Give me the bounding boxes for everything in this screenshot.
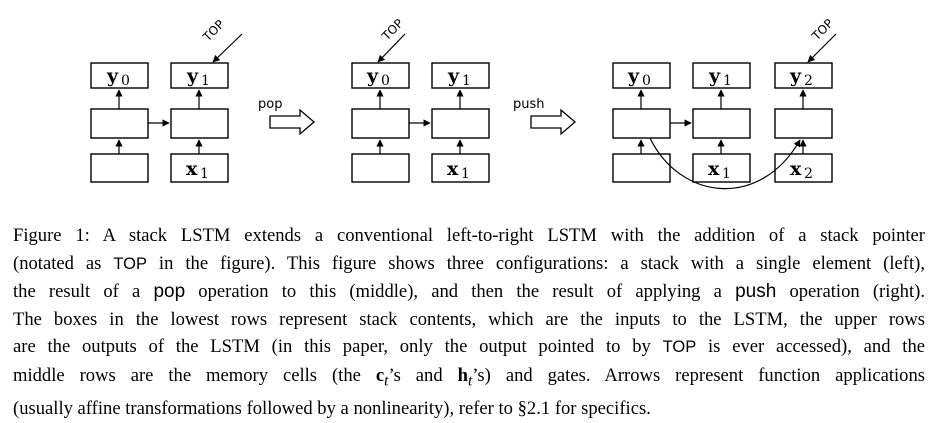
caption-text: ’s and (388, 364, 458, 386)
caption-text: operation to this (middle), and then the… (185, 281, 736, 303)
caption-text: is ever accessed), and the (696, 336, 925, 358)
caption-line-7: (usually affine transformations followed… (13, 395, 925, 423)
left-y0-label: y (106, 65, 119, 87)
right-top-label: TOP (809, 16, 837, 44)
right-arrow-cell0-to-cell2-curved (649, 137, 801, 190)
caption-line-3: the result of a pop operation to this (m… (13, 278, 925, 306)
pop-transition: pop (258, 97, 315, 136)
middle-memory-cell-1 (431, 108, 490, 139)
middle-memory-cell-0 (351, 108, 410, 139)
caption-math-sub: t (467, 372, 473, 390)
middle-input-empty (351, 153, 410, 183)
caption-line-1: Figure 1: A stack LSTM extends a convent… (13, 222, 925, 250)
left-output-y1 (170, 62, 229, 89)
right-y2-sub: 2 (804, 73, 813, 89)
left-y0-sub: 0 (121, 73, 130, 89)
push-label: push (513, 97, 545, 112)
left-output-y0 (90, 62, 149, 89)
caption-math-sub: t (384, 372, 389, 390)
middle-top-pointer-arrow (377, 33, 406, 63)
caption-line-5: are the outputs of the LSTM (in this pap… (13, 333, 925, 362)
caption-text: (usually affine transformations followed… (13, 398, 651, 420)
middle-x1-sub: 1 (461, 166, 470, 182)
right-output-y0 (612, 62, 671, 89)
right-x2-label: x (790, 158, 802, 180)
right-x1-label: x (708, 158, 720, 180)
left-top-label: TOP (200, 17, 228, 45)
middle-output-y0 (351, 62, 410, 89)
right-memory-cell-0 (612, 108, 671, 139)
middle-config: y 0 y 1 x 1 TOP (351, 16, 490, 183)
right-x2-sub: 2 (804, 166, 813, 182)
right-top-pointer-arrow (807, 33, 837, 63)
right-config: y 0 y 1 y 2 x 1 x 2 TOP (612, 16, 837, 190)
left-input-empty (90, 153, 149, 183)
caption-math-c: c (375, 364, 385, 386)
middle-x1-label: x (447, 158, 459, 180)
right-memory-cell-2 (774, 108, 833, 139)
caption-text: are the outputs of the LSTM (in this pap… (13, 336, 663, 358)
left-config: y 0 y 1 x 1 TOP (90, 17, 243, 183)
middle-y1-label: y (447, 65, 460, 87)
left-memory-cell-0 (90, 108, 149, 139)
left-input-x1 (170, 153, 229, 183)
right-input-empty (612, 153, 671, 183)
left-x1-sub: 1 (200, 166, 209, 182)
right-y1-sub: 1 (723, 73, 732, 89)
caption-text: middle rows are the memory cells (the (13, 364, 376, 386)
right-y2-label: y (789, 65, 802, 87)
left-memory-cell-1 (170, 108, 229, 139)
caption-text: Figure 1: A stack LSTM extends a convent… (13, 225, 925, 246)
caption-line-2: (notated as TOP in the figure). This fig… (13, 250, 925, 279)
middle-y1-sub: 1 (462, 73, 471, 89)
middle-top-label: TOP (379, 16, 407, 44)
right-x1-sub: 1 (722, 166, 731, 182)
push-arrow-icon (530, 108, 576, 136)
caption-top-term: TOP (662, 338, 697, 357)
left-y1-sub: 1 (201, 73, 210, 89)
caption-text: in the figure). This figure shows three … (146, 252, 925, 274)
pop-arrow-icon (269, 108, 315, 136)
push-transition: push (513, 97, 576, 136)
caption-line-4: The boxes in the lowest rows represent s… (13, 306, 925, 334)
caption-line-6: middle rows are the memory cells (the ct… (13, 362, 925, 395)
right-y0-sub: 0 (642, 73, 651, 89)
left-top-pointer-arrow (212, 33, 243, 63)
middle-y0-label: y (366, 65, 379, 87)
middle-y0-sub: 0 (381, 73, 390, 89)
right-output-y1 (692, 62, 751, 89)
caption-text: (notated as (13, 252, 114, 274)
caption-text: The boxes in the lowest rows represent s… (13, 308, 925, 330)
caption-math-h: h (457, 364, 468, 386)
left-y1-label: y (186, 65, 199, 87)
middle-output-y1 (431, 62, 490, 89)
left-x1-label: x (186, 158, 198, 180)
right-y0-label: y (627, 65, 640, 87)
right-memory-cell-1 (692, 108, 751, 139)
diagram-canvas: y 0 y 1 x 1 TOP pop y 0 y 1 (90, 16, 837, 190)
caption-text: ’s) and gates. Arrows represent function… (472, 364, 925, 386)
caption-push-term: push (735, 281, 777, 303)
caption-text: the result of a (13, 281, 154, 303)
figure-caption: Figure 1: A stack LSTM extends a convent… (13, 222, 925, 423)
right-output-y2 (774, 62, 833, 89)
right-y1-label: y (708, 65, 721, 87)
pop-label: pop (258, 97, 282, 112)
caption-text: operation (right). (776, 281, 925, 303)
stack-lstm-diagram: y 0 y 1 x 1 TOP pop y 0 y 1 (0, 0, 936, 200)
caption-top-term: TOP (113, 254, 147, 273)
caption-pop-term: pop (153, 281, 186, 303)
